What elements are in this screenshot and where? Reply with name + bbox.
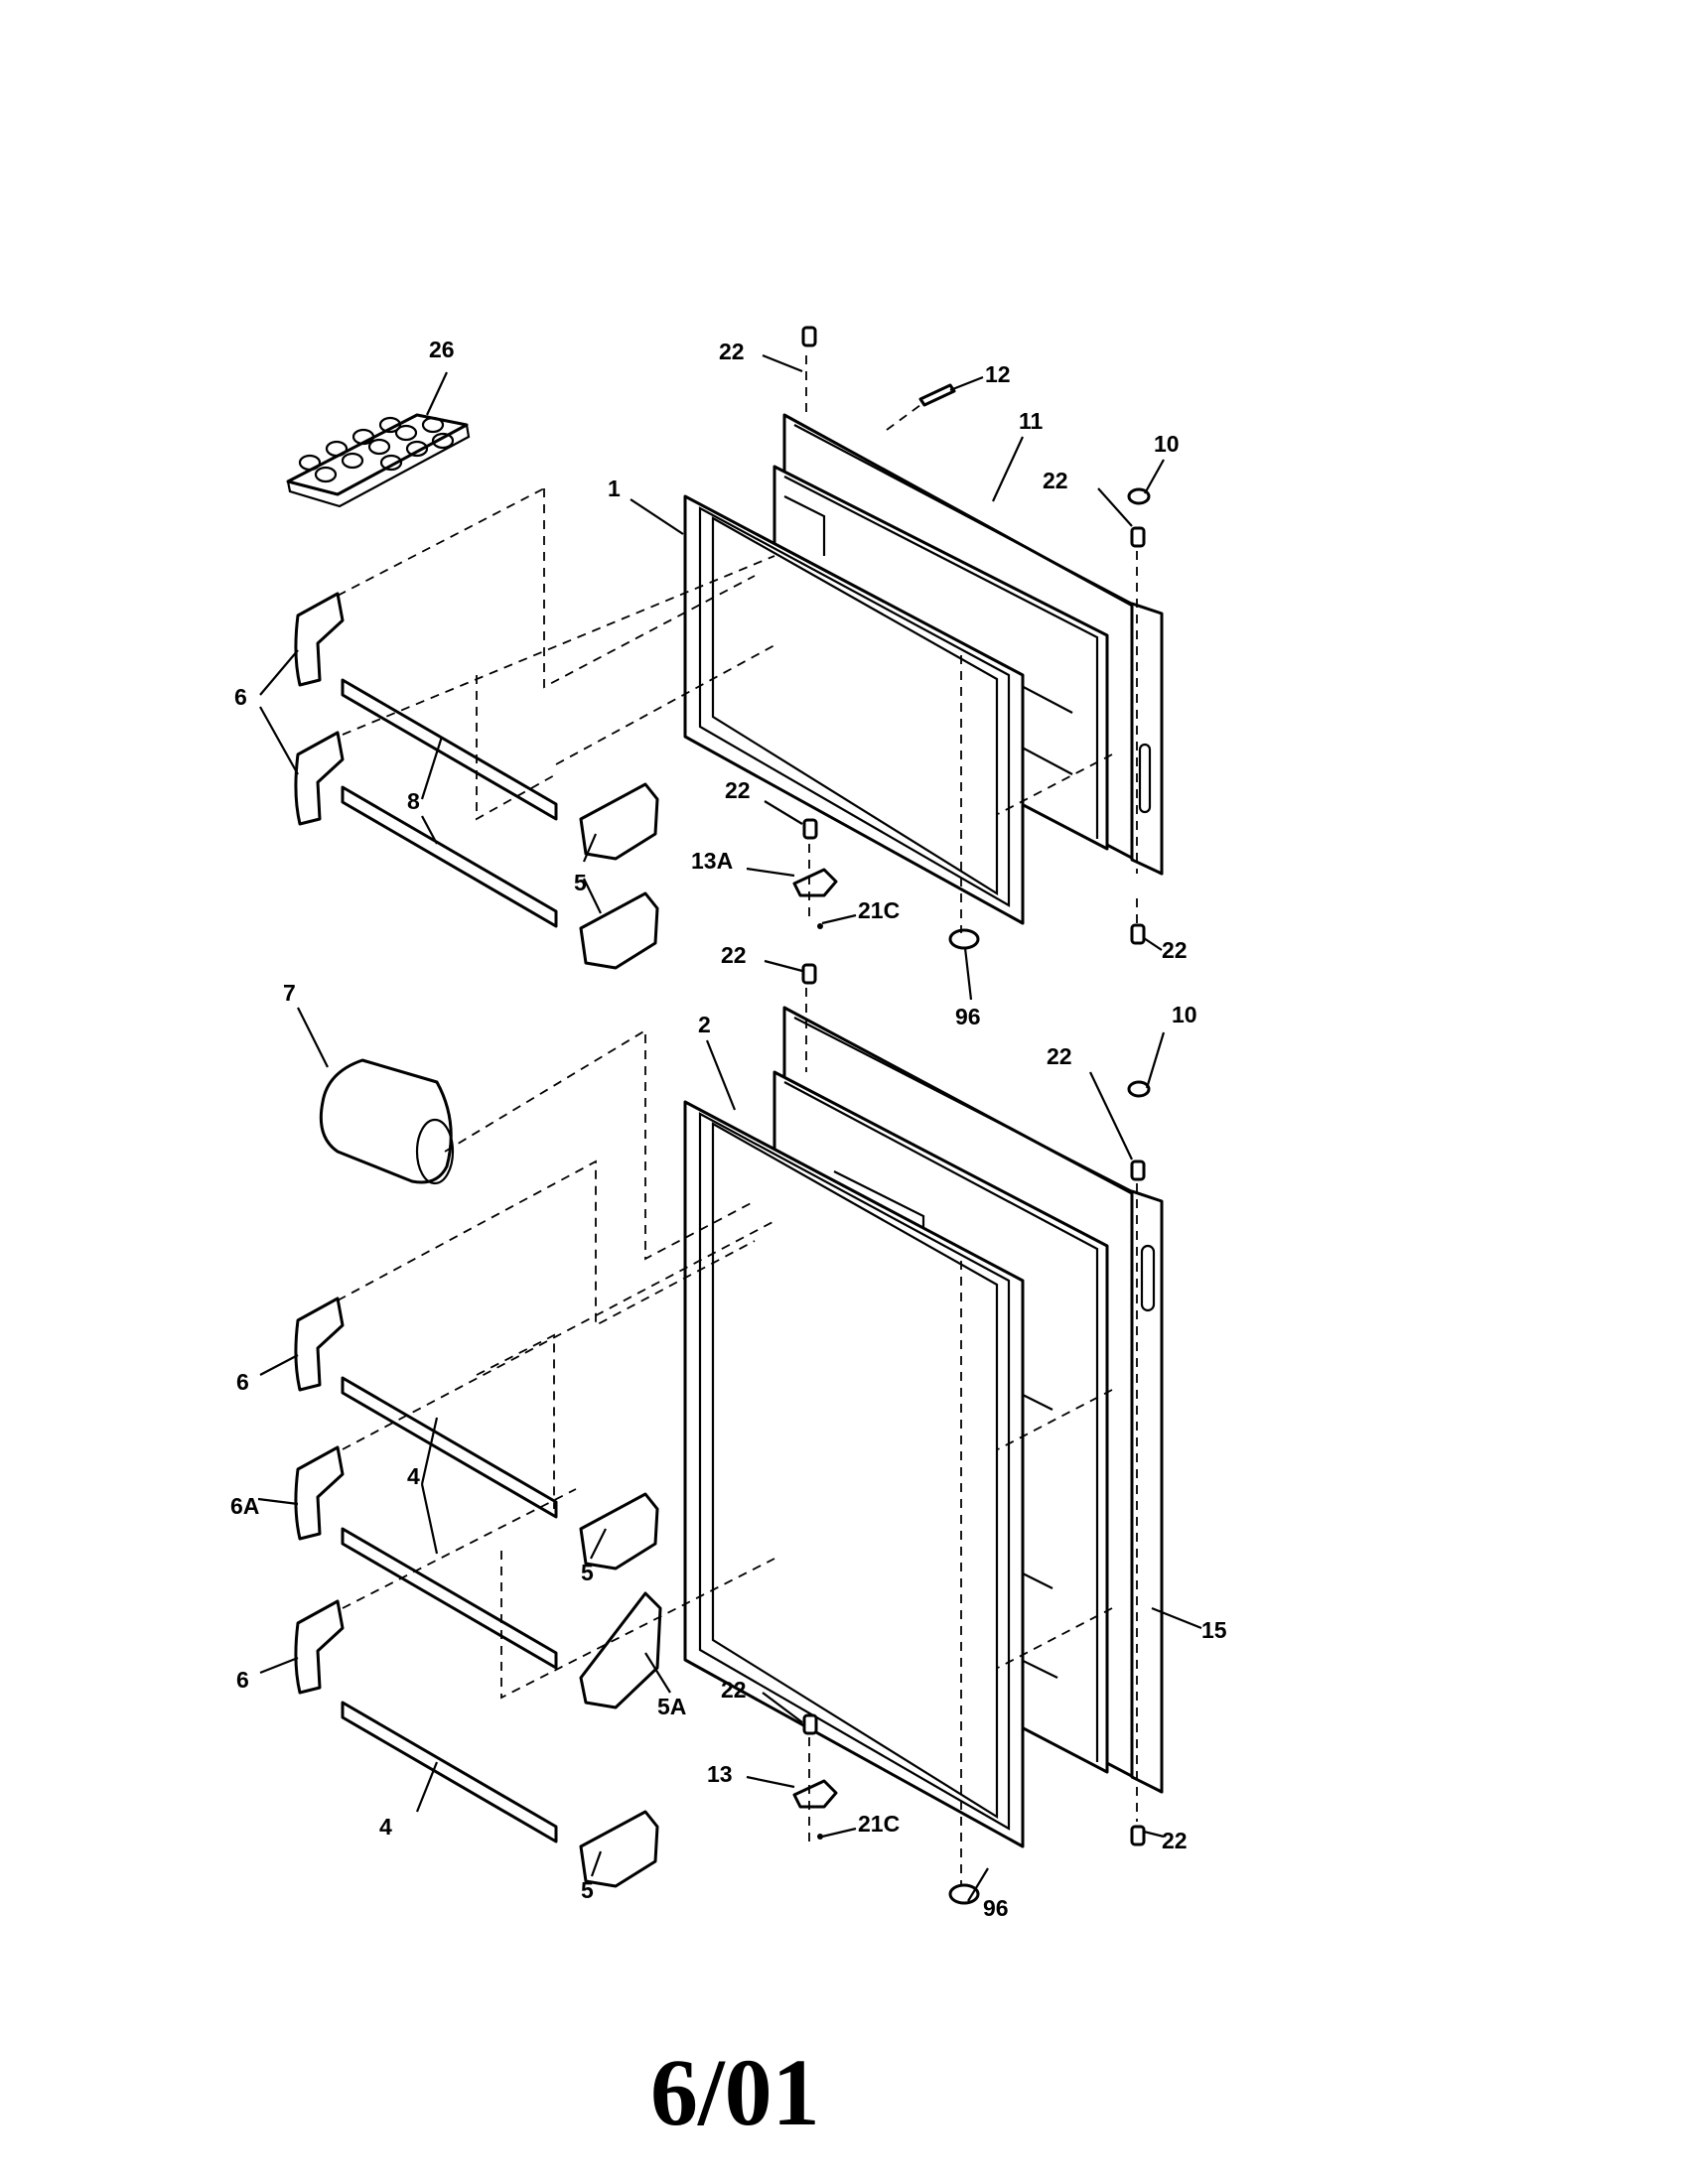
callout-5A: 5A [657, 1694, 686, 1719]
dairy-compartment [319, 1058, 455, 1185]
callout-10: 10 [1172, 1002, 1197, 1027]
callout-labels: 26 22 12 11 10 22 1 6 8 22 13A 21C 5 22 … [230, 337, 1227, 1921]
callout-21C: 21C [858, 1811, 900, 1837]
callout-8: 8 [407, 788, 420, 814]
callout-6: 6 [234, 684, 247, 710]
right-shelf-clips [579, 782, 662, 1888]
assembly-dashed-lines [337, 355, 1138, 1886]
callout-5: 5 [574, 870, 587, 895]
callout-10: 10 [1154, 431, 1180, 457]
callout-5: 5 [581, 1877, 594, 1903]
callout-2: 2 [698, 1012, 711, 1037]
callout-15: 15 [1201, 1617, 1227, 1643]
callout-22: 22 [1162, 937, 1188, 963]
callout-96: 96 [955, 1004, 981, 1029]
callout-1: 1 [608, 476, 621, 501]
callout-leader-lines [257, 353, 1202, 1902]
shelf-retainer-bars [341, 678, 558, 1843]
callout-21C: 21C [858, 897, 900, 923]
callout-6: 6 [236, 1369, 249, 1395]
callout-11: 11 [1019, 408, 1044, 434]
callout-22: 22 [721, 942, 747, 968]
callout-4: 4 [407, 1463, 420, 1489]
callout-96: 96 [983, 1895, 1009, 1921]
freezer-door-gasket [683, 494, 1025, 925]
callout-22: 22 [725, 777, 751, 803]
callout-22: 22 [1043, 468, 1068, 493]
callout-13A: 13A [691, 848, 733, 874]
egg-tray [286, 413, 471, 508]
callout-6A: 6A [230, 1493, 259, 1519]
left-shelf-clips [294, 592, 345, 1695]
callout-26: 26 [429, 337, 455, 362]
callout-22: 22 [1162, 1828, 1188, 1853]
callout-22: 22 [721, 1677, 747, 1703]
callout-5: 5 [581, 1560, 594, 1585]
screws-and-hinges [792, 326, 1151, 1905]
revision-code: 6/01 [650, 2039, 820, 2145]
callout-4: 4 [379, 1814, 392, 1840]
callout-12: 12 [985, 361, 1011, 387]
callout-6: 6 [236, 1667, 249, 1693]
callout-22: 22 [719, 339, 745, 364]
callout-13: 13 [707, 1761, 733, 1787]
callout-22: 22 [1047, 1043, 1072, 1069]
callout-7: 7 [283, 980, 296, 1006]
fresh-food-door-gasket [683, 1100, 1025, 1848]
